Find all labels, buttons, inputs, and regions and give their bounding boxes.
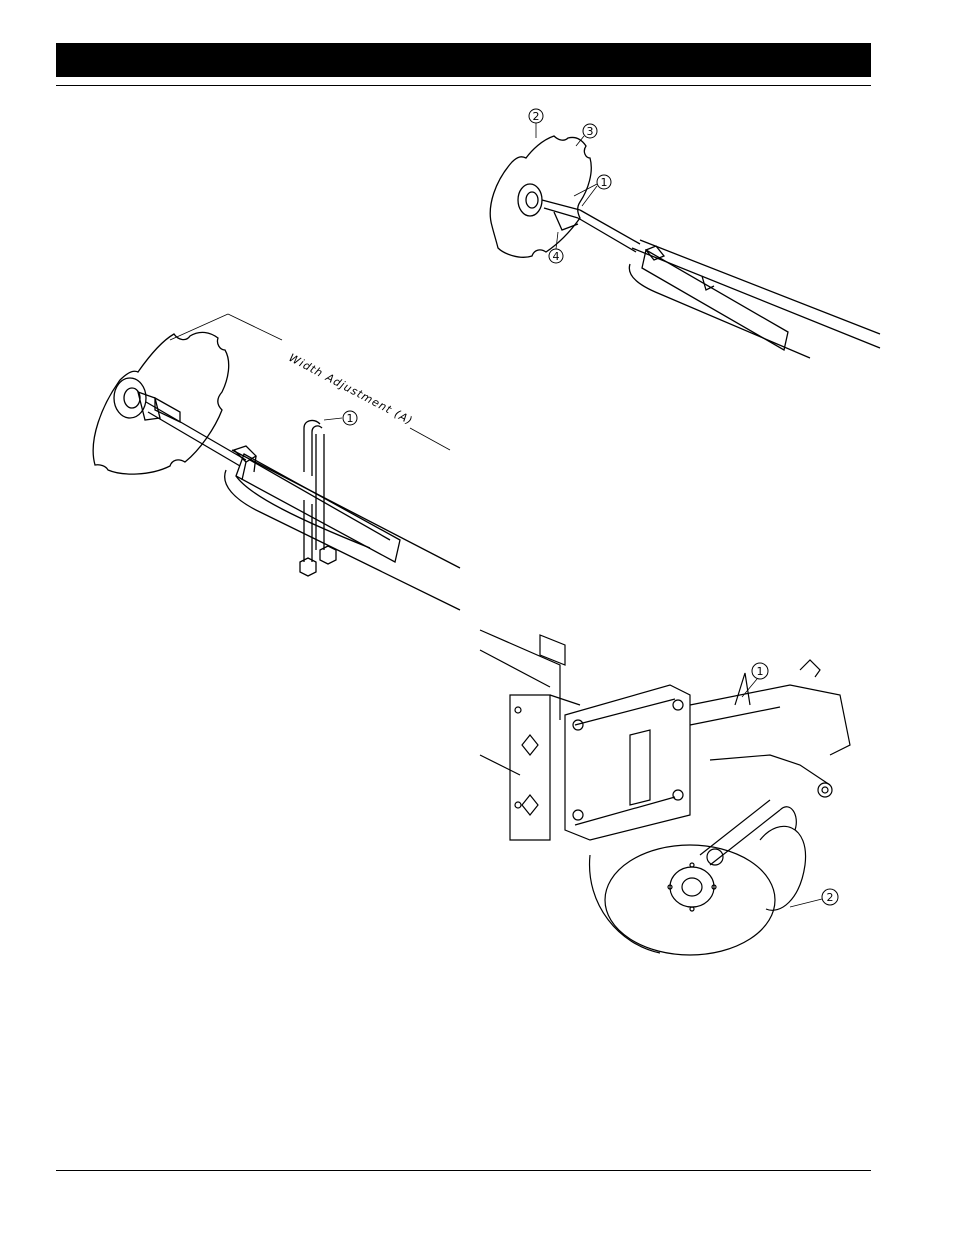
callout-2: 2 xyxy=(529,109,543,138)
marker-disc-drawing xyxy=(490,136,591,257)
row-unit-figure: 1 2 xyxy=(470,625,870,985)
mounting-bracket-drawing xyxy=(565,685,690,840)
svg-text:2: 2 xyxy=(533,110,540,123)
svg-text:4: 4 xyxy=(553,250,560,263)
marker-disc-figure: 2 3 1 4 xyxy=(470,100,880,400)
callout-1: 1 xyxy=(574,175,611,206)
svg-text:1: 1 xyxy=(347,412,354,425)
opener-disc-drawing xyxy=(590,845,775,955)
parallel-arm-drawing xyxy=(690,660,850,865)
svg-text:1: 1 xyxy=(757,665,764,678)
gauge-wheel-drawing xyxy=(760,807,806,911)
callout-1: 1 xyxy=(324,411,357,425)
svg-text:2: 2 xyxy=(827,891,834,904)
page-header-bar xyxy=(56,43,871,77)
marker-disc-drawing xyxy=(93,332,229,474)
svg-text:3: 3 xyxy=(587,125,594,138)
marker-width-adjustment-figure: Width Adjustment (A) 1 xyxy=(50,300,460,620)
footer-rule xyxy=(56,1170,871,1171)
marker-arm-drawing xyxy=(578,210,880,358)
svg-text:1: 1 xyxy=(601,176,608,189)
callout-4: 4 xyxy=(549,232,563,263)
header-rule xyxy=(56,85,871,86)
callout-3: 3 xyxy=(576,124,597,146)
